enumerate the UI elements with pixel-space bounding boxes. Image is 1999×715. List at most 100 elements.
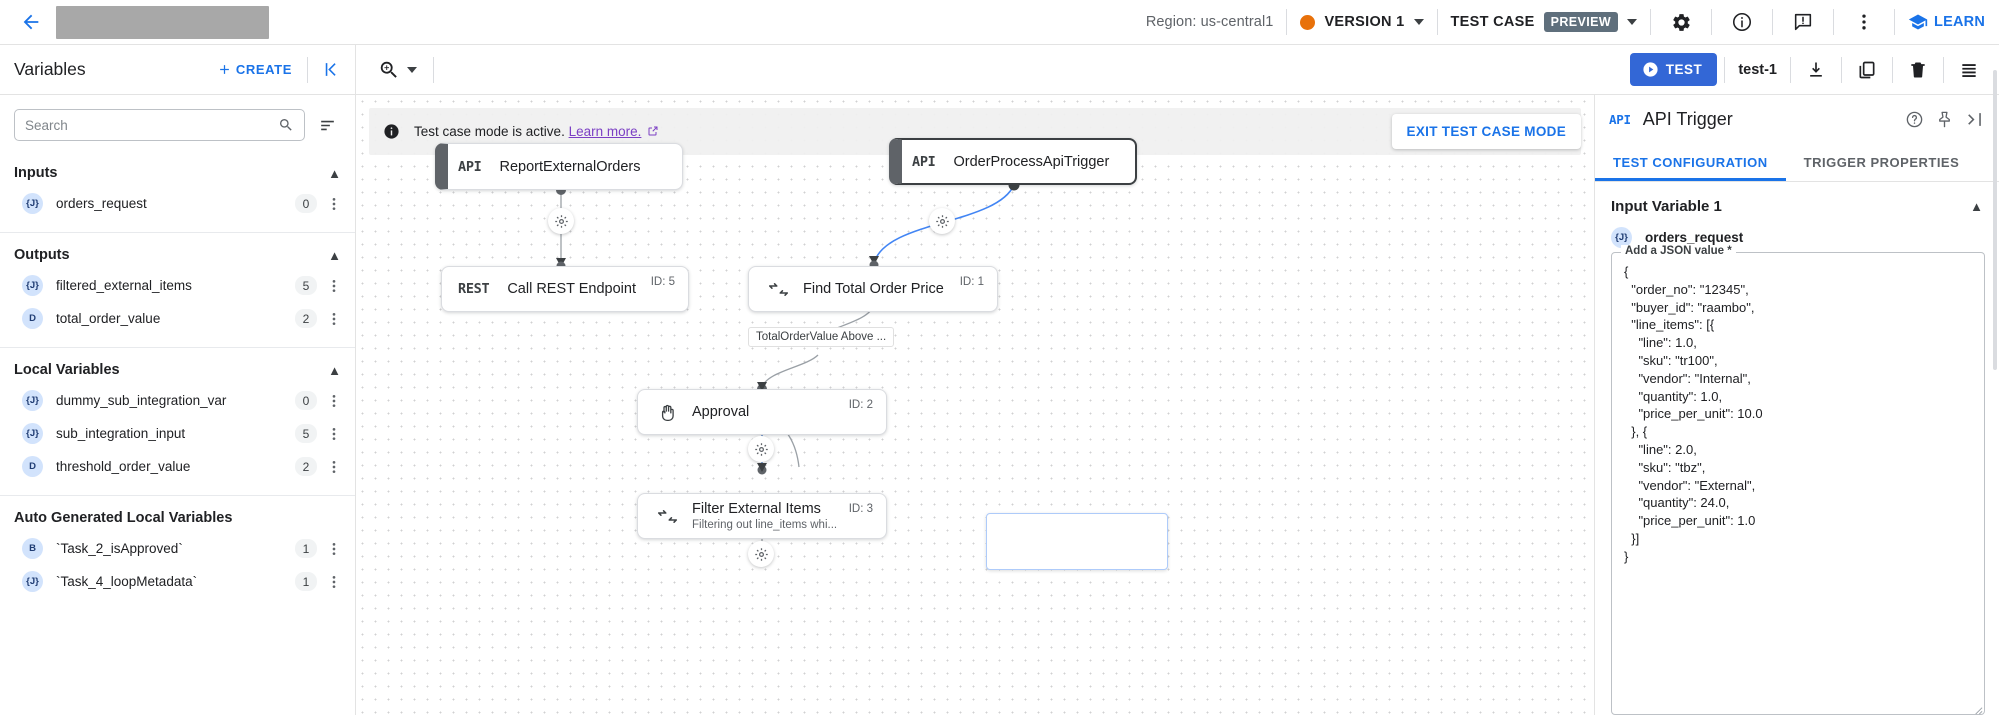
help-icon[interactable] xyxy=(1899,104,1929,134)
test-output-box[interactable] xyxy=(986,513,1168,570)
variable-row[interactable]: D total_order_value 2 xyxy=(0,302,355,335)
section-header-inputs[interactable]: Inputs ▲ xyxy=(0,157,355,187)
sort-icon[interactable] xyxy=(313,111,341,139)
variable-row[interactable]: {J} filtered_external_items 5 xyxy=(0,269,355,302)
variables-section-local: Local Variables ▲ {J} dummy_sub_integrat… xyxy=(0,348,355,496)
data-mapping-icon xyxy=(765,279,791,300)
row-more-icon[interactable] xyxy=(323,196,345,212)
section-title: Local Variables xyxy=(14,362,120,378)
top-bar: Region: us-central1 VERSION 1 TEST CASE … xyxy=(0,0,1999,45)
data-mapping-icon xyxy=(654,506,680,527)
search-input[interactable] xyxy=(25,117,272,133)
zoom-control[interactable] xyxy=(372,55,423,85)
edge-gear-icon[interactable] xyxy=(748,541,774,567)
row-more-icon[interactable] xyxy=(323,393,345,409)
divider xyxy=(1943,56,1944,83)
variable-row[interactable]: {J} sub_integration_input 5 xyxy=(0,417,355,450)
chevron-up-icon: ▲ xyxy=(328,247,341,263)
node-filter-external-items[interactable]: Filter External Items Filtering out line… xyxy=(637,493,887,539)
plus-icon xyxy=(220,65,229,74)
section-title: Outputs xyxy=(14,247,70,263)
node-approval[interactable]: Approval ID: 2 xyxy=(637,389,887,435)
node-id-label: ID: 1 xyxy=(959,276,984,288)
variable-row[interactable]: {J} dummy_sub_integration_var 0 xyxy=(0,384,355,417)
chevron-down-icon xyxy=(407,66,417,73)
test-case-name[interactable]: test-1 xyxy=(1738,61,1777,78)
divider xyxy=(1436,9,1438,35)
chevron-down-icon xyxy=(1413,19,1424,25)
version-selector[interactable]: VERSION 1 xyxy=(1300,14,1424,30)
variable-count: 1 xyxy=(295,572,317,591)
workflow-canvas[interactable]: Test case mode is active. Learn more. EX… xyxy=(356,95,1594,715)
variables-section-inputs: Inputs ▲ {J} orders_request 0 xyxy=(0,151,355,233)
section-header-auto-generated[interactable]: Auto Generated Local Variables xyxy=(0,502,355,532)
divider xyxy=(1724,56,1726,83)
variable-row[interactable]: B `Task_2_isApproved` 1 xyxy=(0,532,355,565)
variable-row[interactable]: {J} orders_request 0 xyxy=(0,187,355,220)
panel-header: API API Trigger xyxy=(1595,95,1999,143)
feedback-icon[interactable] xyxy=(1786,5,1820,39)
variable-type-badge: {J} xyxy=(22,571,43,592)
node-report-external-orders[interactable]: API ReportExternalOrders xyxy=(435,143,683,190)
collapse-panel-icon[interactable] xyxy=(315,55,345,85)
chevron-up-icon: ▲ xyxy=(328,165,341,181)
region-label: Region: us-central1 xyxy=(1145,14,1274,30)
trash-icon[interactable] xyxy=(1900,52,1936,88)
node-order-process-api-trigger[interactable]: API OrderProcessApiTrigger xyxy=(889,138,1137,185)
pin-icon[interactable] xyxy=(1929,104,1959,134)
play-icon xyxy=(1643,62,1658,77)
test-button[interactable]: TEST xyxy=(1629,53,1718,86)
edge-gear-icon[interactable] xyxy=(748,436,774,462)
variable-row[interactable]: {J} `Task_4_loopMetadata` 1 xyxy=(0,565,355,598)
node-id-label: ID: 3 xyxy=(848,503,873,515)
row-more-icon[interactable] xyxy=(323,278,345,294)
banner-text: Test case mode is active. Learn more. xyxy=(414,124,659,139)
row-more-icon[interactable] xyxy=(323,459,345,475)
row-more-icon[interactable] xyxy=(323,541,345,557)
input-variable-section-header[interactable]: Input Variable 1 ▲ xyxy=(1595,182,1999,225)
section-header-local-variables[interactable]: Local Variables ▲ xyxy=(0,354,355,384)
row-more-icon[interactable] xyxy=(323,426,345,442)
panel-scrollbar[interactable] xyxy=(1993,70,1997,370)
download-icon[interactable] xyxy=(1798,52,1834,88)
node-find-total-order-price[interactable]: Find Total Order Price ID: 1 xyxy=(748,266,998,312)
create-variable-button[interactable]: CREATE xyxy=(209,56,300,83)
edge-gear-icon[interactable] xyxy=(929,208,955,234)
json-value-input[interactable]: { "order_no": "12345", "buyer_id": "raam… xyxy=(1611,252,1985,715)
node-title: Call REST Endpoint xyxy=(507,281,636,297)
row-more-icon[interactable] xyxy=(323,311,345,327)
row-more-icon[interactable] xyxy=(323,574,345,590)
variable-count: 0 xyxy=(295,391,317,410)
edge-gear-icon[interactable] xyxy=(548,208,574,234)
learn-more-link[interactable]: Learn more. xyxy=(568,124,642,139)
back-arrow-icon[interactable] xyxy=(14,5,48,39)
exit-test-case-mode-button[interactable]: EXIT TEST CASE MODE xyxy=(1391,114,1581,149)
divider xyxy=(1286,9,1288,35)
copy-icon[interactable] xyxy=(1849,52,1885,88)
more-vert-icon[interactable] xyxy=(1847,5,1881,39)
learn-link[interactable]: LEARN xyxy=(1908,12,1985,32)
variable-type-badge: D xyxy=(22,456,43,477)
input-variable-row: {J} orders_request xyxy=(1595,225,1999,252)
test-case-selector[interactable]: TEST CASE PREVIEW xyxy=(1451,12,1638,32)
edge-condition-label[interactable]: TotalOrderValue Above ... xyxy=(748,327,895,347)
gear-icon[interactable] xyxy=(1664,5,1698,39)
graduation-cap-icon xyxy=(1908,14,1928,30)
panel-tabs: TEST CONFIGURATION TRIGGER PROPERTIES xyxy=(1595,143,1999,182)
resize-grip[interactable] xyxy=(1972,702,1983,715)
tab-test-configuration[interactable]: TEST CONFIGURATION xyxy=(1595,143,1786,181)
list-icon[interactable] xyxy=(1951,52,1987,88)
divider xyxy=(307,56,308,83)
section-header-outputs[interactable]: Outputs ▲ xyxy=(0,239,355,269)
external-link-icon xyxy=(648,126,658,136)
variable-name: orders_request xyxy=(56,196,147,211)
search-box[interactable] xyxy=(14,109,305,141)
info-icon[interactable] xyxy=(1725,5,1759,39)
variable-type-badge: {J} xyxy=(1611,227,1632,248)
expand-right-icon[interactable] xyxy=(1959,104,1989,134)
variable-count: 5 xyxy=(295,276,317,295)
node-call-rest-endpoint[interactable]: REST Call REST Endpoint ID: 5 xyxy=(441,266,689,312)
variable-row[interactable]: D threshold_order_value 2 xyxy=(0,450,355,483)
tab-trigger-properties[interactable]: TRIGGER PROPERTIES xyxy=(1803,155,1960,170)
